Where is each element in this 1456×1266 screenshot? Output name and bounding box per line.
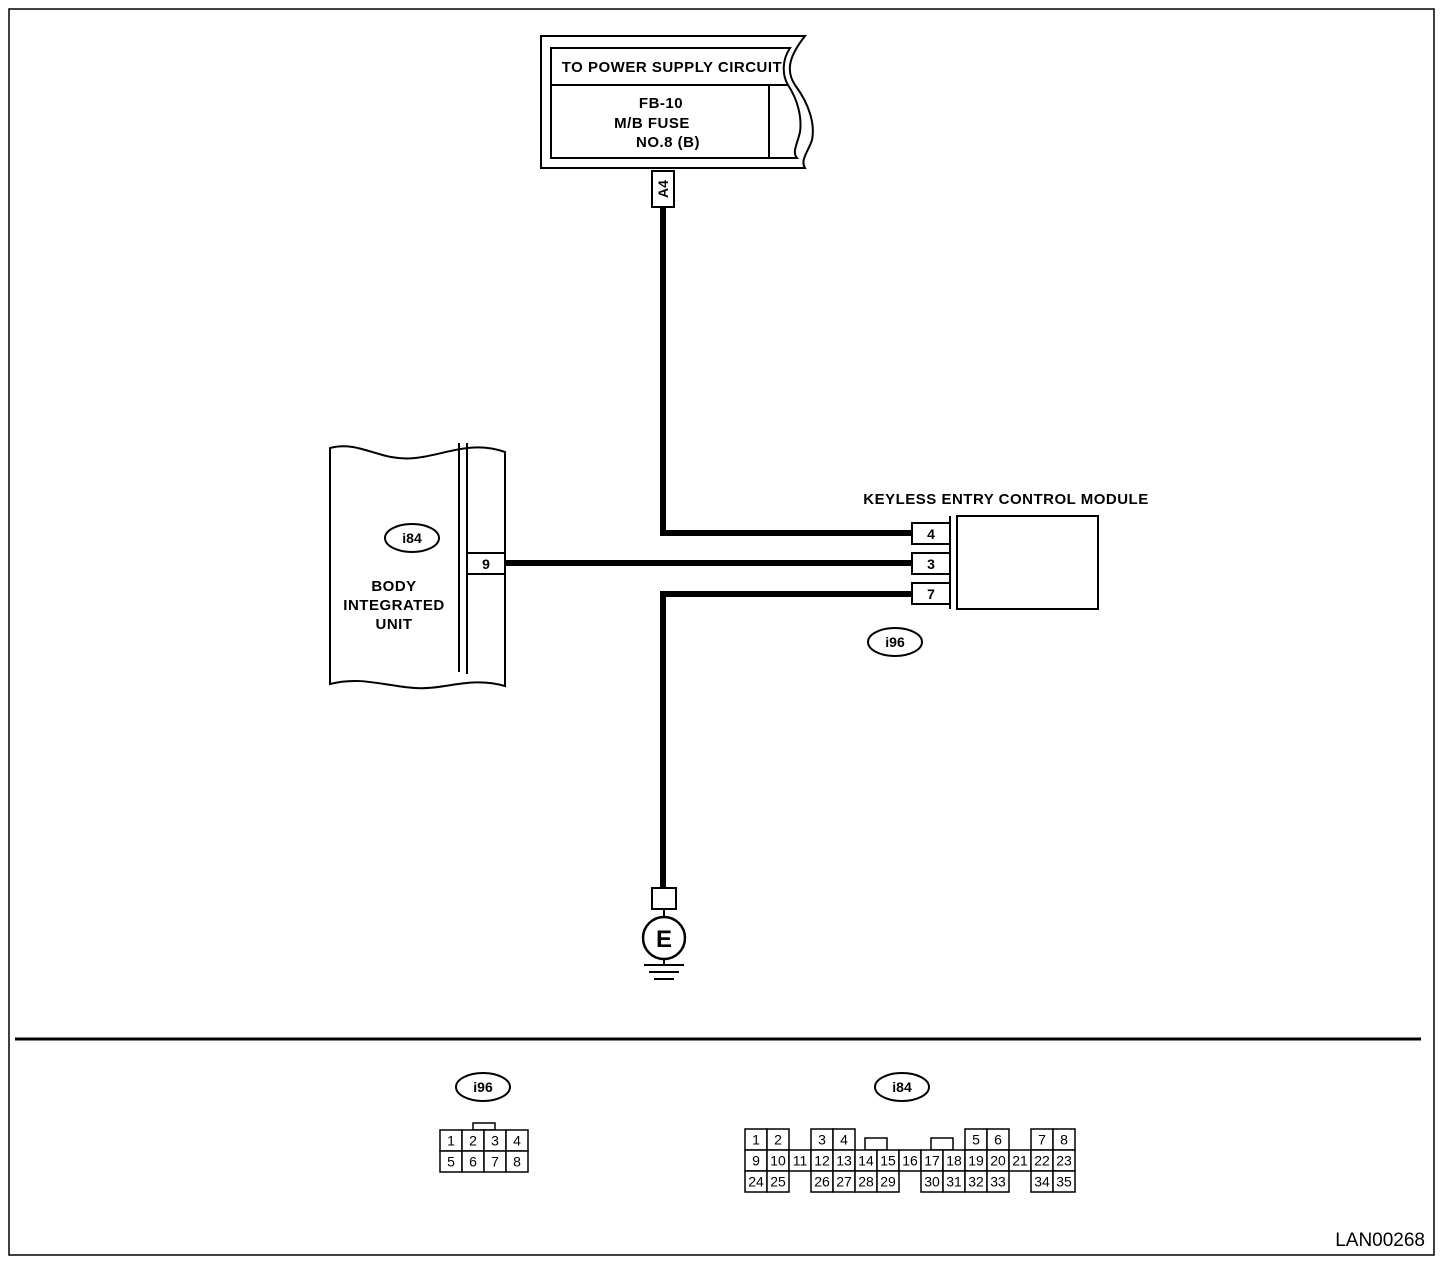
ground-terminal-box [651, 887, 677, 910]
drawing-id: LAN00268 [1335, 1230, 1425, 1251]
i84-pin-35-box [1052, 1170, 1076, 1193]
body-unit-label-2: INTEGRATED [343, 597, 444, 614]
i96-pin-4: 4 [513, 1133, 521, 1149]
i84-pin-3: 3 [818, 1132, 826, 1148]
i84-pin-33: 33 [990, 1174, 1006, 1190]
fuse-line-1: FB-10 [639, 95, 683, 112]
connector-i96-tag [867, 627, 923, 657]
i96-pin-1: 1 [447, 1133, 455, 1149]
i96-pin-8-box [505, 1150, 529, 1173]
fuse-line-2: M/B FUSE [614, 115, 690, 132]
i84-pin-19: 19 [968, 1153, 984, 1169]
i84-pin-25-box [766, 1170, 790, 1193]
power-supply-inner [550, 47, 802, 159]
ground-label: E [656, 926, 672, 953]
diagram-frame [8, 8, 1435, 1256]
i84-pin-32: 32 [968, 1174, 984, 1190]
i96-pin-8: 8 [513, 1154, 521, 1170]
power-supply-block: TO POWER SUPPLY CIRCUIT FB-10 M/B FUSE N… [540, 35, 814, 169]
i84-pin-35: 35 [1056, 1174, 1072, 1190]
i84-pin-18: 18 [946, 1153, 962, 1169]
i84-pin-16: 16 [902, 1153, 918, 1169]
keyless-pin-4: 4 [927, 526, 935, 542]
wires [506, 207, 912, 888]
connector-view-i96-latch [472, 1122, 496, 1131]
keyless-pin-3-box [911, 552, 951, 575]
i84-pin-1: 1 [752, 1132, 760, 1148]
connector-i84-label: i84 [402, 530, 422, 546]
i84-pin-26: 26 [814, 1174, 830, 1190]
keyless-entry-module: KEYLESS ENTRY CONTROL MODULE 4 3 7 i96 [863, 491, 1148, 657]
i84-pin-34: 34 [1034, 1174, 1050, 1190]
i84-pin-4: 4 [840, 1132, 848, 1148]
keyless-module-title: KEYLESS ENTRY CONTROL MODULE [863, 491, 1148, 508]
i84-pin-15: 15 [880, 1153, 896, 1169]
connector-view-i84-latch-1 [864, 1137, 888, 1151]
connector-view-i96-tag [455, 1072, 511, 1102]
keyless-pin-7-box [911, 582, 951, 605]
i84-pin-23: 23 [1056, 1153, 1072, 1169]
i84-pin-21: 21 [1012, 1153, 1028, 1169]
i84-pin-29: 29 [880, 1174, 896, 1190]
i84-pin-14: 14 [858, 1153, 874, 1169]
i84-pin-7: 7 [1038, 1132, 1046, 1148]
keyless-module-body [956, 515, 1099, 610]
connector-view-i84-label: i84 [892, 1079, 912, 1095]
i96-pin-5: 5 [447, 1154, 455, 1170]
i84-pin-6: 6 [994, 1132, 1002, 1148]
body-unit-outline [329, 445, 506, 690]
connector-i96-label: i96 [885, 634, 905, 650]
connector-view-i84-latch-2 [930, 1137, 954, 1151]
i84-pin-31: 31 [946, 1174, 962, 1190]
terminal-a4-label: A4 [655, 180, 671, 198]
fuse-line-3: NO.8 (B) [636, 134, 700, 151]
i84-pin-30: 30 [924, 1174, 940, 1190]
i96-pin-3: 3 [491, 1133, 499, 1149]
i84-pin-17: 17 [924, 1153, 940, 1169]
wire-power-to-pin-4 [660, 207, 912, 536]
connector-view-i84-tag [874, 1072, 930, 1102]
keyless-pin-7: 7 [927, 586, 935, 602]
i84-pin-25: 25 [770, 1174, 786, 1190]
i84-pin-29-box [876, 1170, 900, 1193]
body-integrated-unit: 9 i84 BODY INTEGRATED UNIT [329, 443, 506, 690]
i84-pin-22: 22 [1034, 1153, 1050, 1169]
wire-pin-7-to-ground [660, 591, 912, 888]
i84-pin-12: 12 [814, 1153, 830, 1169]
i84-pin-13: 13 [836, 1153, 852, 1169]
i84-pin-9: 9 [752, 1153, 760, 1169]
i84-pin-5: 5 [972, 1132, 980, 1148]
ground-symbol: E [641, 887, 687, 980]
body-unit-label-1: BODY [371, 578, 416, 595]
i84-pin-27: 27 [836, 1174, 852, 1190]
i84-pin-28: 28 [858, 1174, 874, 1190]
i84-pin-10: 10 [770, 1153, 786, 1169]
i96-pin-7: 7 [491, 1154, 499, 1170]
body-unit-pin-9: 9 [482, 556, 490, 572]
i84-pin-33-box [986, 1170, 1010, 1193]
i96-pin-6: 6 [469, 1154, 477, 1170]
body-unit-pin-9-box [466, 552, 506, 575]
connector-view-i96-label: i96 [473, 1079, 493, 1095]
body-unit-label-3: UNIT [376, 616, 413, 633]
i84-pin-24: 24 [748, 1174, 764, 1190]
power-supply-title: TO POWER SUPPLY CIRCUIT [562, 59, 782, 76]
keyless-pin-3: 3 [927, 556, 935, 572]
i84-pin-20: 20 [990, 1153, 1006, 1169]
keyless-pin-4-box [911, 522, 951, 545]
i96-pin-2: 2 [469, 1133, 477, 1149]
i84-pin-8: 8 [1060, 1132, 1068, 1148]
i84-pin-2: 2 [774, 1132, 782, 1148]
i84-pin-11: 11 [793, 1153, 808, 1169]
connector-i84-tag [384, 523, 440, 553]
